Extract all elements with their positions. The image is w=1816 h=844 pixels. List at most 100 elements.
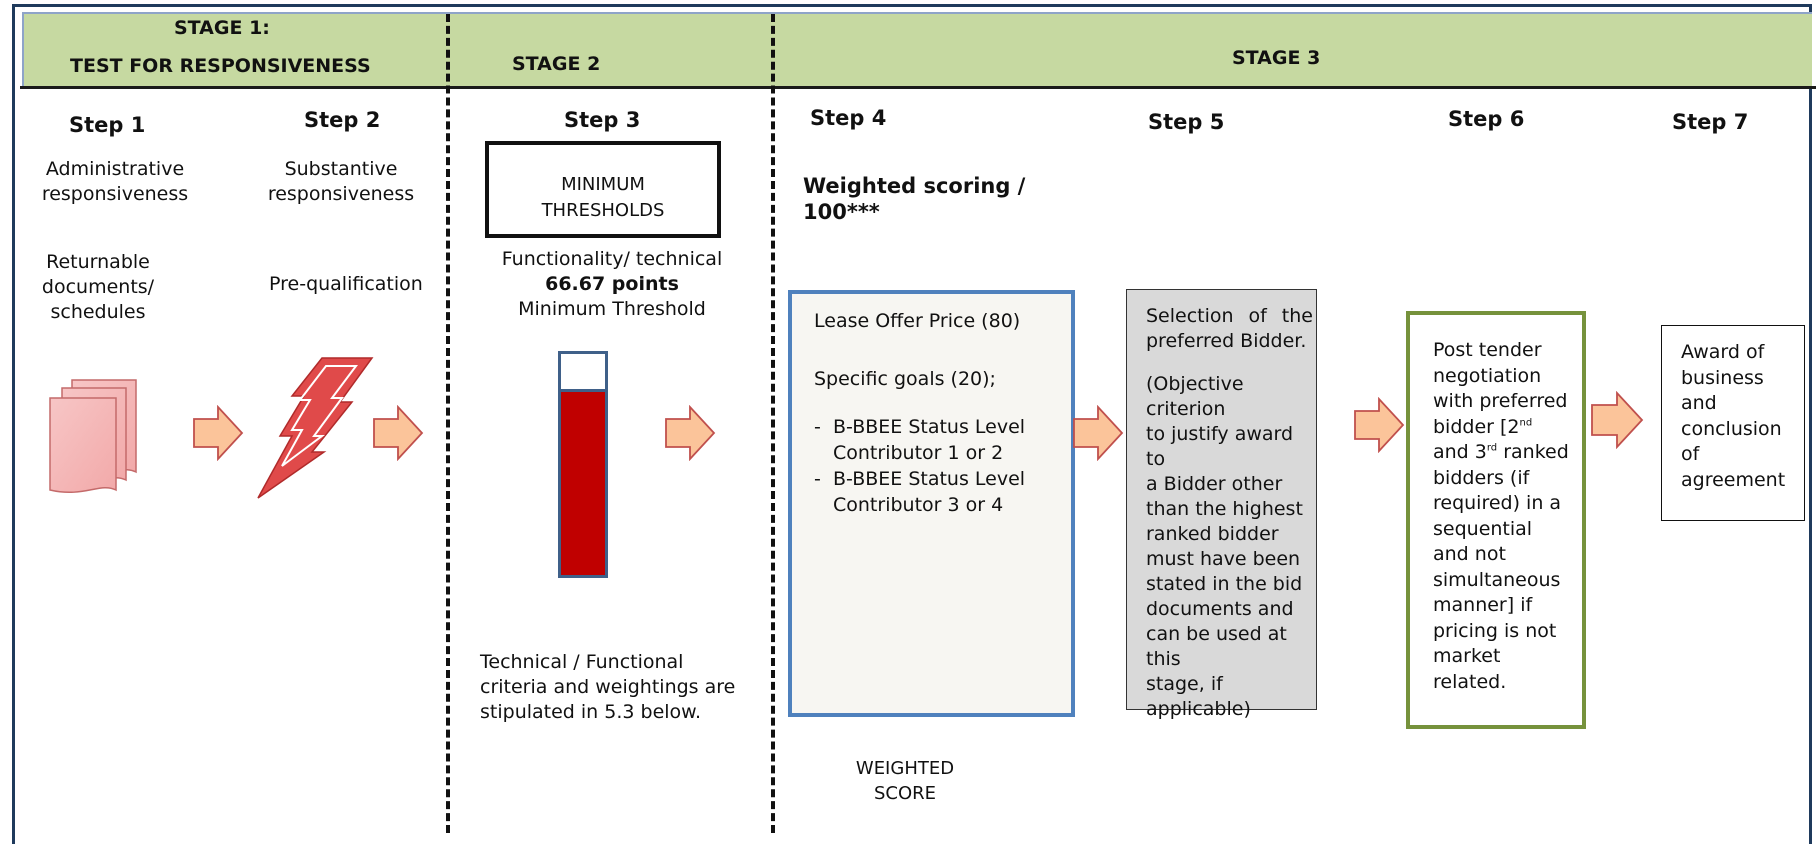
bbbee-item-1-line2: Contributor 1 or 2 xyxy=(833,442,1004,464)
step7-line: agreement xyxy=(1681,468,1786,491)
step6-line1: Post tender xyxy=(1433,339,1542,361)
arrow-right-icon xyxy=(1354,397,1405,453)
weighted-score-line1: WEIGHTED xyxy=(855,758,955,779)
step6-rest-line: market xyxy=(1433,645,1501,667)
step1-documents: Returnable documents/ schedules xyxy=(28,250,168,325)
step1-description: Administrative responsiveness xyxy=(30,157,200,207)
step5-line2: preferred Bidder. xyxy=(1146,330,1307,352)
step5-paren-line: ranked bidder xyxy=(1146,523,1279,545)
step5-line1: Selection of the xyxy=(1146,305,1313,327)
award-of-business-box: Award of business and conclusion of agre… xyxy=(1661,325,1805,521)
step6-rest-line: sequential xyxy=(1433,517,1533,540)
step5-paren-line: to justify award to xyxy=(1146,423,1294,470)
step2-line1: Substantive xyxy=(284,158,398,180)
step6-rest-line: and not xyxy=(1433,543,1506,565)
step6-sup-nd: nd xyxy=(1519,417,1533,429)
weighted-score-line2: SCORE xyxy=(873,783,937,804)
stage1-label-line1: STAGE 1: xyxy=(174,17,270,39)
bbbee-item-2-line1: B-BBEE Status Level xyxy=(833,468,1026,490)
stage3-label: STAGE 3 xyxy=(1232,47,1321,69)
documents-stack-icon xyxy=(49,379,137,494)
step3-note-line1: Technical / Functional xyxy=(480,651,684,673)
lightning-bolt-icon xyxy=(257,357,374,499)
minimum-thresholds-box: MINIMUM THRESHOLDS xyxy=(485,141,721,238)
step7-line: Award of xyxy=(1681,341,1765,363)
step2-line2: responsiveness xyxy=(267,183,415,205)
threshold-gauge xyxy=(558,351,608,578)
step6-line4-text: bidder [2 xyxy=(1433,415,1520,438)
post-tender-negotiation-box: Post tender negotiation with preferred b… xyxy=(1406,311,1586,729)
bbbee-item-1-line1: B-BBEE Status Level xyxy=(833,416,1026,438)
step5-paren-line: documents and xyxy=(1146,598,1294,620)
step5-paren-line: must have been xyxy=(1146,548,1301,570)
stage-header-divider xyxy=(20,86,1816,89)
step6-line5: and 3rd ranked xyxy=(1433,440,1582,466)
step7-title: Step 7 xyxy=(1672,110,1749,134)
step7-line: of xyxy=(1681,443,1700,465)
step5-paren-line: can be used at this xyxy=(1146,623,1287,670)
stage-separator-2 xyxy=(771,14,775,833)
arrow-right-icon xyxy=(1591,391,1644,449)
step1-title: Step 1 xyxy=(69,113,146,137)
step6-sup-rd: rd xyxy=(1486,442,1498,454)
step1-doc-line2: documents/ xyxy=(41,276,155,298)
step6-rest-line: required) in a xyxy=(1433,492,1562,514)
step5-parenthetical: (Objective criterion to justify award to… xyxy=(1146,372,1316,722)
step3-threshold-text: Functionality/ technical 66.67 points Mi… xyxy=(470,247,754,322)
step2-description: Substantive responsiveness xyxy=(262,157,420,207)
step3-note-line3: stipulated in 5.3 below. xyxy=(480,701,701,723)
step6-line2: negotiation xyxy=(1433,364,1542,387)
step7-line: and xyxy=(1681,392,1717,414)
stage2-label: STAGE 2 xyxy=(512,53,601,75)
step6-line5-text: and 3 xyxy=(1433,441,1487,463)
step5-paren-line: than the highest xyxy=(1146,498,1303,520)
step7-line: business xyxy=(1681,366,1764,389)
bbbee-item-2-line2: Contributor 3 or 4 xyxy=(833,494,1004,516)
step3-points: 66.67 points xyxy=(545,273,679,295)
step6-line4: bidder [2nd xyxy=(1433,415,1582,441)
specific-goals: Specific goals (20); xyxy=(814,368,996,390)
step5-paren-line: (Objective criterion xyxy=(1146,373,1244,420)
step1-line2: responsiveness xyxy=(41,183,189,205)
stage1-label-line2: TEST FOR RESPONSIVENESS xyxy=(70,55,371,77)
threshold-gauge-fill xyxy=(561,389,605,575)
step1-line1: Administrative xyxy=(45,158,185,180)
step3-title: Step 3 xyxy=(564,108,641,132)
step1-doc-line3: schedules xyxy=(50,301,146,323)
bbbee-item-1: B-BBEE Status Level Contributor 1 or 2 xyxy=(814,414,1071,466)
step6-line5-tail: ranked xyxy=(1497,441,1569,463)
step6-line3: with preferred xyxy=(1433,390,1568,412)
step4-heading-line1: Weighted scoring / xyxy=(803,174,1026,198)
arrow-right-icon xyxy=(193,405,244,461)
thresholds-line1: MINIMUM xyxy=(561,174,645,195)
lease-offer-price: Lease Offer Price (80) xyxy=(814,310,1021,332)
step4-heading-line2: 100*** xyxy=(803,200,880,224)
bbbee-list: B-BBEE Status Level Contributor 1 or 2 B… xyxy=(814,414,1071,518)
arrow-right-icon xyxy=(373,405,424,461)
diagram-frame xyxy=(12,4,1812,844)
step6-rest-line: bidders (if xyxy=(1433,466,1530,489)
step3-functionality: Functionality/ technical xyxy=(501,248,723,270)
step6-rest-line: pricing is not xyxy=(1433,619,1557,642)
step2-title: Step 2 xyxy=(304,108,381,132)
stage-separator-1 xyxy=(446,14,450,833)
weighted-score-label: WEIGHTED SCORE xyxy=(840,756,970,806)
step6-rest-line: related. xyxy=(1433,670,1507,693)
step5-paren-line: a Bidder other xyxy=(1146,473,1283,495)
step4-heading: Weighted scoring / 100*** xyxy=(803,173,1025,225)
step5-title: Step 5 xyxy=(1148,110,1225,134)
step2-prequalification: Pre-qualification xyxy=(269,273,423,295)
bbbee-item-2: B-BBEE Status Level Contributor 3 or 4 xyxy=(814,466,1071,518)
thresholds-line2: THRESHOLDS xyxy=(541,200,665,221)
step3-minimum: Minimum Threshold xyxy=(518,298,706,320)
step5-paren-line: stage, if xyxy=(1146,673,1223,695)
arrow-right-icon xyxy=(1073,405,1124,461)
step5-paren-line: stated in the bid xyxy=(1146,573,1303,595)
arrow-right-icon xyxy=(665,405,716,461)
step4-title: Step 4 xyxy=(810,106,887,130)
step1-doc-line1: Returnable xyxy=(46,251,150,273)
preferred-bidder-box: Selection of the preferred Bidder. (Obje… xyxy=(1126,289,1317,720)
step6-rest-line: simultaneous xyxy=(1433,568,1561,591)
step6-title: Step 6 xyxy=(1448,107,1525,131)
step5-paren-line: applicable) xyxy=(1146,698,1251,720)
